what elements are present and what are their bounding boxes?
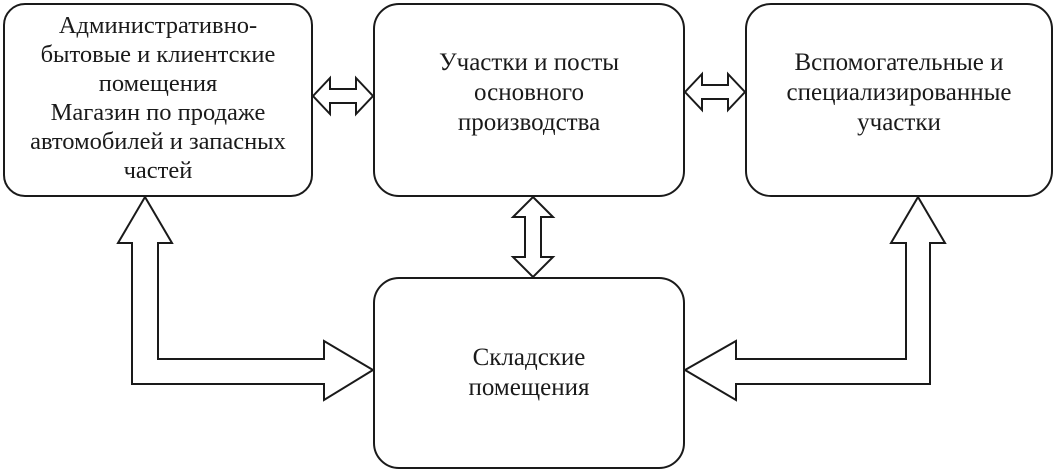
- box-text-line: Участки и посты: [438, 49, 620, 76]
- auxiliary-areas-box: Вспомогательные и специализированные уча…: [745, 3, 1053, 197]
- box-text-line: помещения: [468, 374, 590, 401]
- box-text-line: частей: [123, 157, 193, 184]
- arrow-admin-main: [311, 75, 375, 117]
- main-production-box: Участки и посты основного производства: [373, 3, 685, 197]
- box-text-line: Магазин по продаже: [50, 99, 266, 126]
- box-text-line: основного: [474, 79, 584, 106]
- box-text-line: бытовые и клиентские: [40, 41, 276, 68]
- arrow-warehouse-aux: [683, 195, 947, 402]
- box-text-line: участки: [857, 109, 941, 136]
- box-text-line: специализированные: [786, 79, 1012, 106]
- box-text-line: Административно-: [58, 12, 258, 39]
- arrow-main-aux: [683, 71, 747, 113]
- warehouse-box: Складские помещения: [373, 277, 685, 469]
- box-text-line: Вспомогательные и: [794, 49, 1004, 76]
- arrow-main-warehouse: [510, 195, 556, 279]
- box-text-line: автомобилей и запасных: [30, 128, 286, 155]
- arrow-warehouse-admin: [116, 195, 375, 402]
- box-text-line: Складские: [472, 344, 586, 371]
- admin-client-rooms-box: Административно- бытовые и клиентские по…: [3, 3, 313, 197]
- box-text-line: производства: [457, 109, 601, 136]
- box-text-line: помещения: [98, 70, 218, 97]
